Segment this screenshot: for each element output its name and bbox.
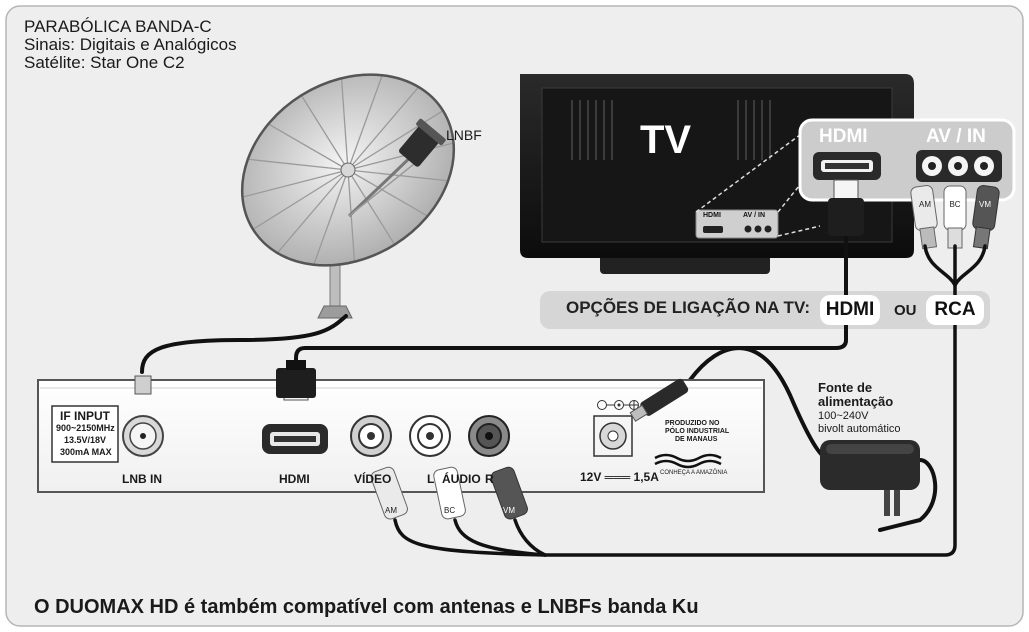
audio-l-label: L bbox=[427, 472, 435, 486]
power-supply-voltage: 100~240V bbox=[818, 410, 869, 422]
hdmi-plug-receiver bbox=[286, 360, 306, 370]
header-line-3: Satélite: Star One C2 bbox=[24, 53, 185, 72]
header-line-1: PARABÓLICA BANDA-C bbox=[24, 17, 212, 36]
option-or-label: OU bbox=[894, 302, 917, 319]
if-input-freq: 900~2150MHz bbox=[56, 423, 115, 433]
tv-mini-av-label: AV / IN bbox=[743, 212, 766, 219]
zf-line-2: PÓLO INDUSTRIAL bbox=[665, 428, 730, 435]
tv-mini-hdmi-label: HDMI bbox=[703, 212, 721, 219]
receiver-back-panel bbox=[37, 368, 765, 493]
rca-tag-vm-tv: VM bbox=[979, 200, 991, 209]
power-supply-note: bivolt automático bbox=[818, 423, 901, 435]
power-supply-title-2: alimentação bbox=[818, 394, 894, 409]
rca-tag-vm-receiver: VM bbox=[503, 506, 515, 515]
lnbf-label: LNBF bbox=[446, 127, 482, 143]
satellite-dish bbox=[240, 73, 456, 319]
lnb-in-label: LNB IN bbox=[122, 472, 162, 486]
tv-label: TV bbox=[640, 118, 692, 162]
if-input-current: 300mA MAX bbox=[60, 447, 112, 457]
rca-tag-am-receiver: AM bbox=[385, 506, 397, 515]
rca-plugs-tv bbox=[910, 185, 1000, 250]
power-rating-label: 12V ═══ 1,5A bbox=[580, 470, 659, 484]
zf-line-1: PRODUZIDO NO bbox=[665, 420, 720, 427]
hdmi-plug-tv bbox=[828, 179, 864, 262]
audio-r-label: R bbox=[485, 472, 494, 486]
dc-power-plug bbox=[629, 378, 689, 422]
power-supply-title-1: Fonte de bbox=[818, 380, 873, 395]
rca-plugs-receiver bbox=[370, 466, 528, 520]
tv-panel-av-label: AV / IN bbox=[926, 126, 986, 147]
cables bbox=[140, 244, 987, 557]
video-label: VÍDEO bbox=[354, 472, 392, 486]
rca-tag-bc-receiver: BC bbox=[444, 506, 456, 515]
rca-tag-bc-tv: BC bbox=[949, 200, 961, 209]
connection-options-label: OPÇÕES DE LIGAÇÃO NA TV: bbox=[566, 298, 811, 317]
header-line-2: Sinais: Digitais e Analógicos bbox=[24, 35, 237, 54]
option-hdmi-badge: HDMI bbox=[820, 295, 880, 325]
option-rca-badge: RCA bbox=[926, 295, 984, 325]
lnbf-icon bbox=[399, 118, 446, 167]
power-supply-adapter bbox=[820, 440, 920, 516]
rca-tag-am-tv: AM bbox=[919, 200, 931, 209]
audio-label: ÁUDIO bbox=[442, 472, 481, 486]
tv-panel-hdmi-label: HDMI bbox=[819, 126, 868, 147]
if-input-title: IF INPUT bbox=[60, 409, 110, 423]
zf-line-4: CONHEÇA A AMAZÔNIA bbox=[660, 470, 728, 476]
footer-note: O DUOMAX HD é também compatível com ante… bbox=[34, 596, 699, 618]
zf-line-3: DE MANAUS bbox=[675, 436, 718, 443]
if-input-voltage: 13.5V/18V bbox=[64, 435, 107, 445]
receiver-hdmi-label: HDMI bbox=[279, 472, 310, 486]
